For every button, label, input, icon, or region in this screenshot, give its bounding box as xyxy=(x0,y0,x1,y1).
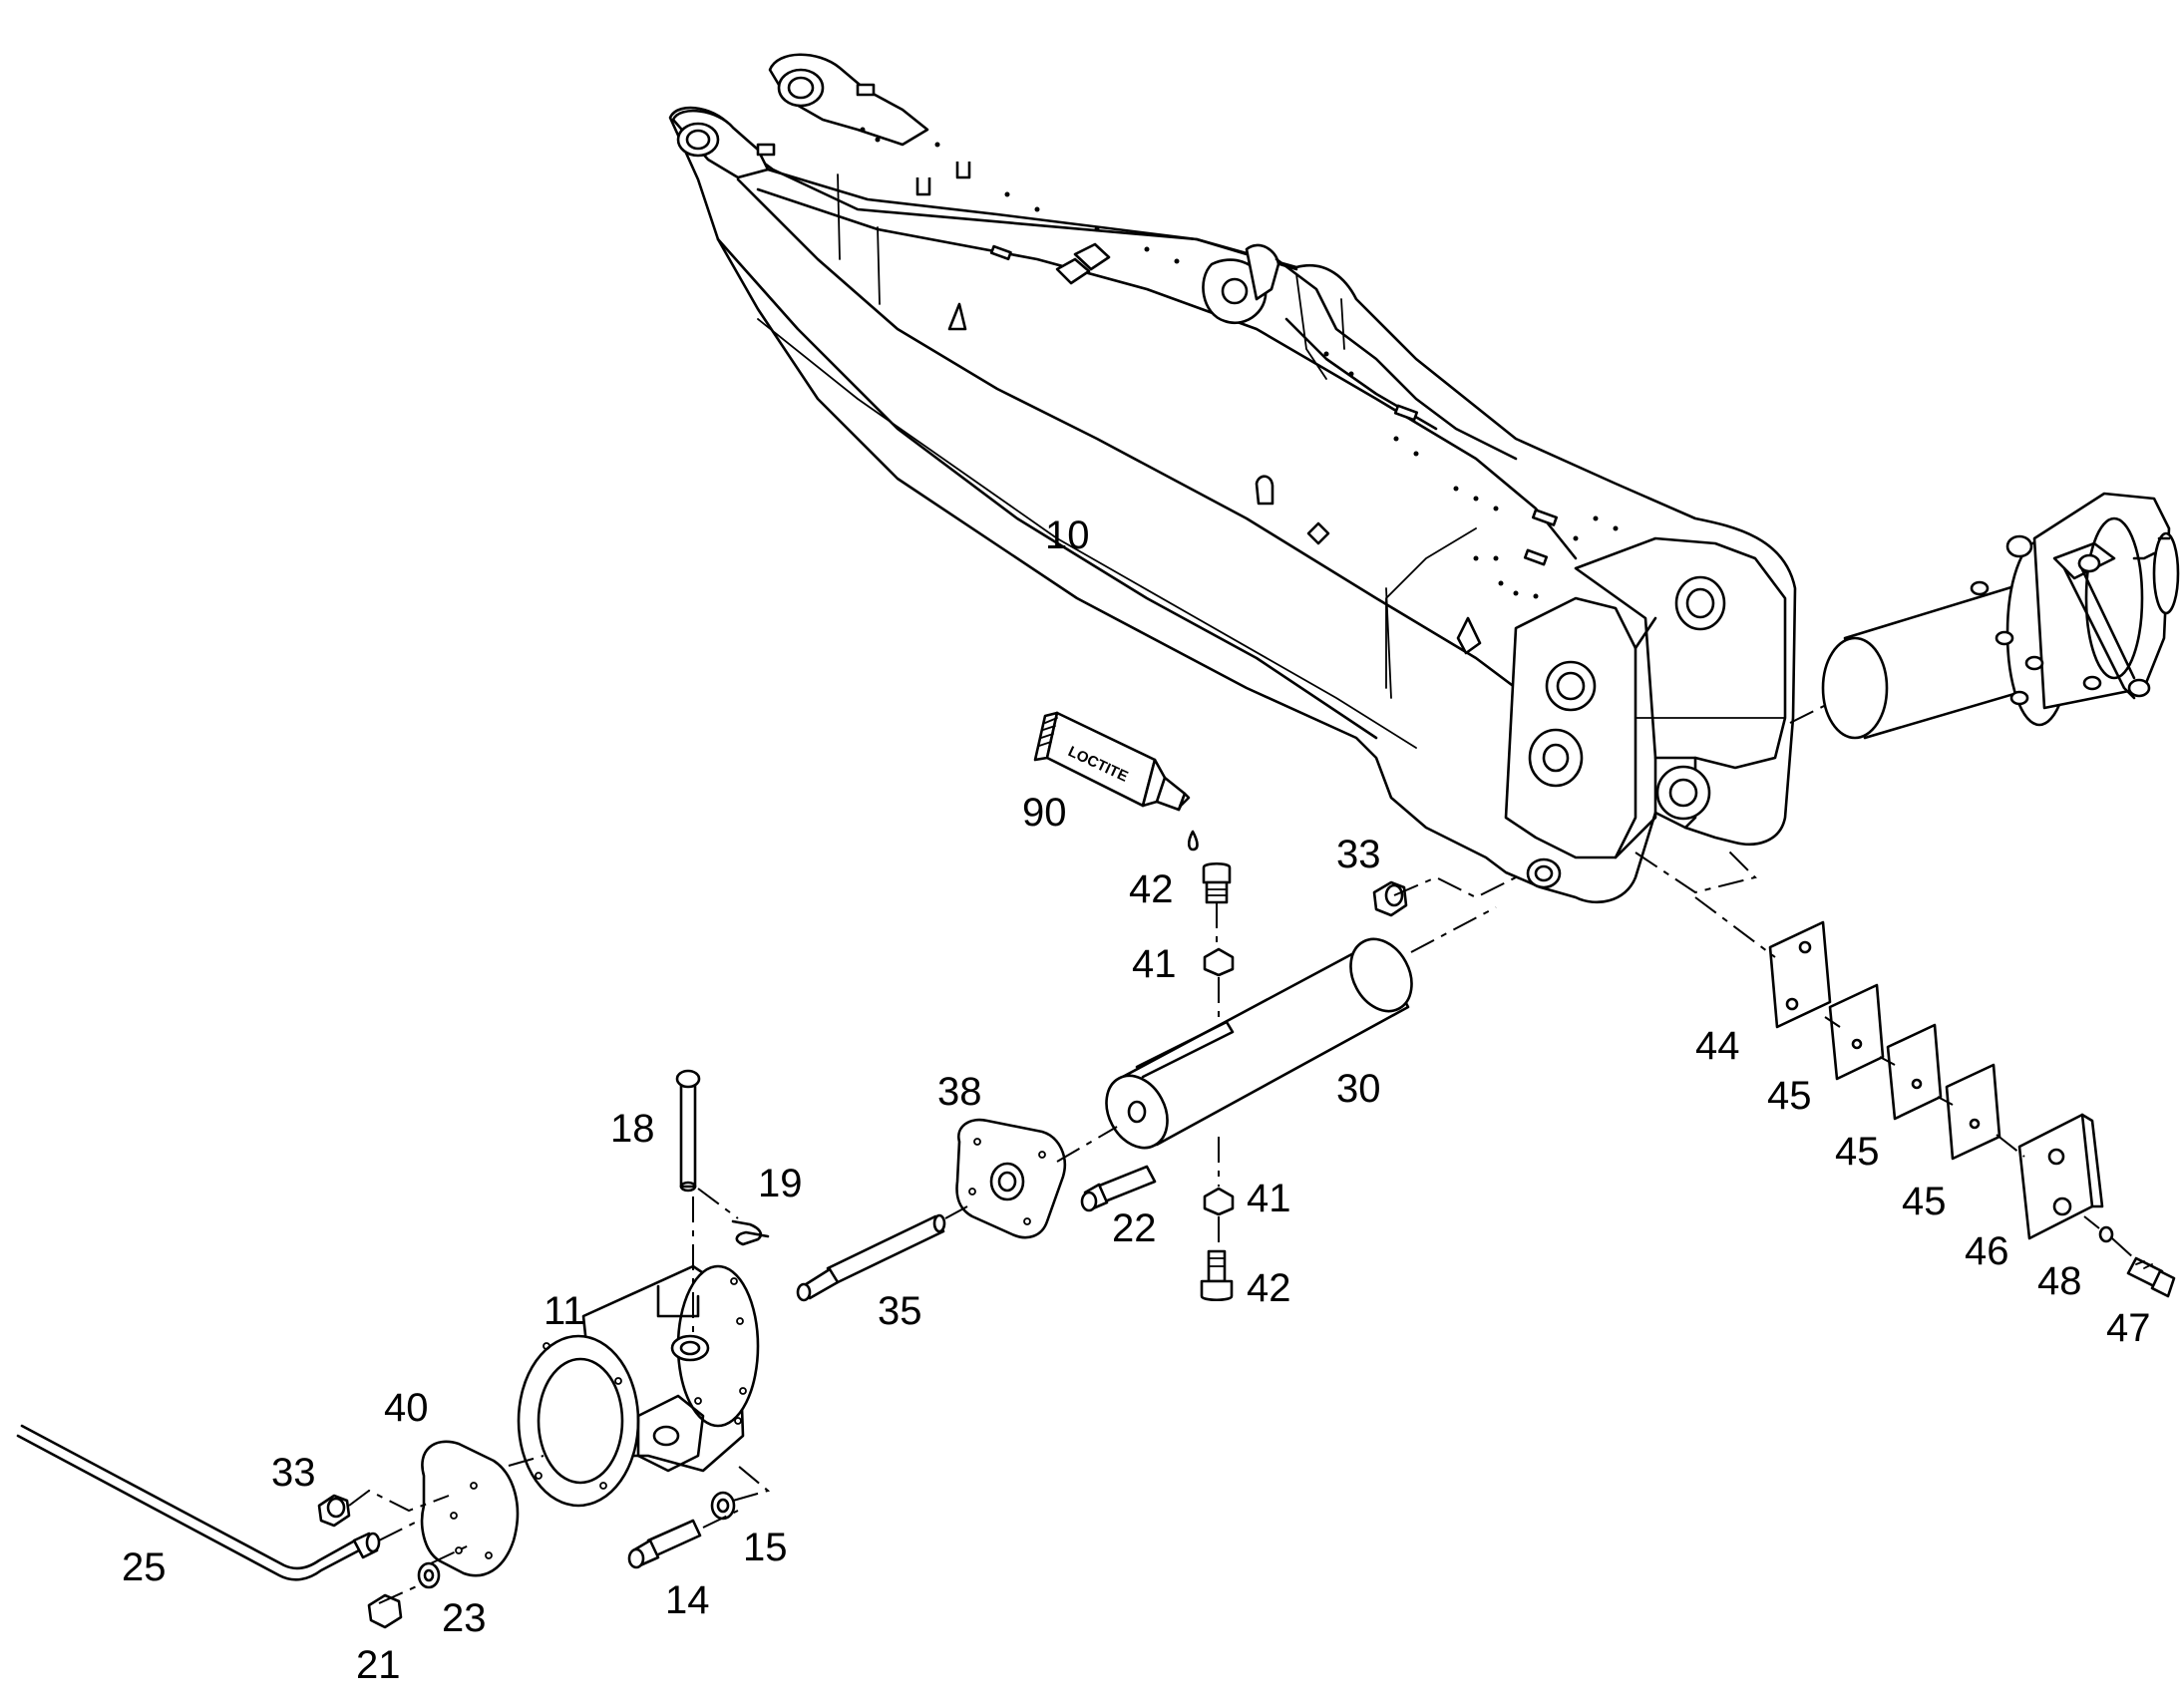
callout-14: 14 xyxy=(665,1578,710,1622)
callout-42-lower: 42 xyxy=(1247,1266,1291,1310)
fitting-33-upper xyxy=(1372,880,1408,917)
nut-41-upper xyxy=(1203,947,1235,977)
loctite-tube: LOCTITE xyxy=(1033,711,1199,852)
callout-33-upper: 33 xyxy=(1336,833,1381,876)
callout-22: 22 xyxy=(1112,1206,1157,1250)
mounting-plate xyxy=(955,1118,1066,1239)
bolt-42-upper xyxy=(1202,861,1232,904)
callout-41-upper: 41 xyxy=(1132,942,1177,986)
callout-35: 35 xyxy=(878,1289,922,1333)
cap-40 xyxy=(420,1440,520,1577)
callout-41-lower: 41 xyxy=(1247,1177,1291,1220)
callout-46: 46 xyxy=(1965,1229,2009,1273)
shim-45-1 xyxy=(1828,983,1885,1081)
callout-30: 30 xyxy=(1336,1067,1381,1111)
callout-45-3: 45 xyxy=(1902,1180,1947,1223)
pin-18 xyxy=(675,1069,701,1193)
nut-21 xyxy=(367,1593,403,1629)
callout-47: 47 xyxy=(2106,1306,2151,1350)
shim-45-2 xyxy=(1886,1023,1943,1121)
callout-10: 10 xyxy=(1045,513,1090,557)
callout-25: 25 xyxy=(122,1545,167,1589)
callout-11: 11 xyxy=(544,1289,585,1333)
bolt-22 xyxy=(1080,1165,1157,1212)
callout-48: 48 xyxy=(2037,1259,2082,1303)
shim-45-3 xyxy=(1945,1063,2001,1161)
shim-46 xyxy=(2017,1113,2104,1240)
clip-19 xyxy=(731,1219,770,1246)
fitting-33-lower xyxy=(317,1494,351,1528)
callout-38: 38 xyxy=(937,1070,982,1114)
boom-arm xyxy=(668,53,1797,904)
main-pin xyxy=(1105,937,1413,1150)
callout-42-upper: 42 xyxy=(1129,867,1174,911)
hydraulic-cylinder xyxy=(1821,492,2180,740)
washer-48 xyxy=(2098,1225,2114,1243)
bolt-14 xyxy=(627,1519,702,1569)
callout-21: 21 xyxy=(356,1643,401,1687)
callout-90: 90 xyxy=(1022,791,1067,835)
housing-11 xyxy=(517,1264,760,1508)
callout-40: 40 xyxy=(384,1386,429,1430)
callout-19: 19 xyxy=(758,1162,803,1205)
bolt-47 xyxy=(2126,1256,2176,1298)
callout-45-2: 45 xyxy=(1835,1130,1880,1174)
lube-tube-25 xyxy=(16,1424,381,1581)
callout-15: 15 xyxy=(743,1526,788,1569)
bolt-42-lower xyxy=(1200,1249,1234,1302)
nut-41-lower xyxy=(1203,1187,1235,1216)
rod xyxy=(796,1213,946,1302)
washer-15 xyxy=(710,1491,736,1521)
washer-23 xyxy=(417,1561,441,1589)
callout-23: 23 xyxy=(442,1596,487,1640)
callout-33-lower: 33 xyxy=(271,1451,316,1495)
assembly-lines xyxy=(348,702,2135,1604)
callout-44: 44 xyxy=(1695,1024,1740,1068)
callout-labels: 10 90 33 42 41 30 38 18 19 22 41 42 11 3… xyxy=(122,513,2151,1687)
callout-18: 18 xyxy=(610,1107,655,1151)
shim-44 xyxy=(1768,920,1832,1029)
callout-45-1: 45 xyxy=(1767,1074,1812,1118)
